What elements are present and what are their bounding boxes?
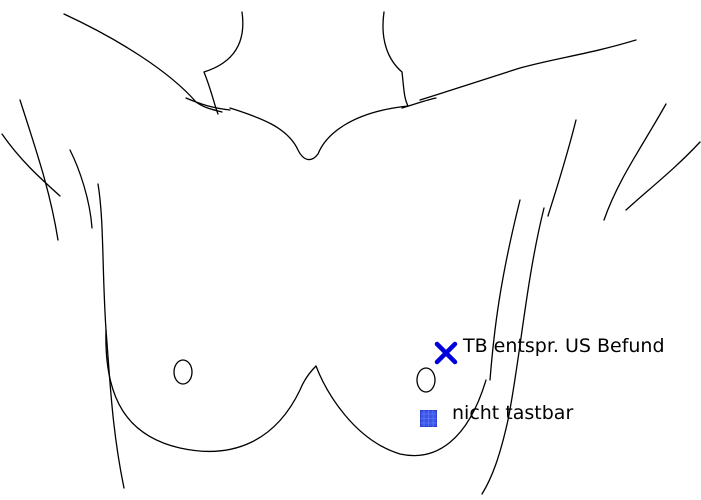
grid-square-icon <box>420 410 437 427</box>
left-shoulder-outline <box>64 14 222 112</box>
right-nipple <box>417 368 435 392</box>
neck-right-outline <box>383 12 408 106</box>
collar-notch-outline <box>230 106 408 160</box>
left-torso-side <box>98 184 124 488</box>
left-armpit-curve <box>70 150 92 228</box>
right-shoulder-outline <box>420 40 636 100</box>
x-icon <box>433 340 459 366</box>
left-arm-outer <box>20 100 58 240</box>
left-arm-edge <box>2 134 60 196</box>
left-breast-outline <box>106 330 316 451</box>
right-armpit-curve <box>548 120 576 216</box>
legend-label-tb-us-befund: TB entspr. US Befund <box>463 337 665 356</box>
neck-left-outline <box>204 12 243 114</box>
left-nipple <box>174 360 192 384</box>
legend-label-nicht-tastbar: nicht tastbar <box>452 404 573 423</box>
